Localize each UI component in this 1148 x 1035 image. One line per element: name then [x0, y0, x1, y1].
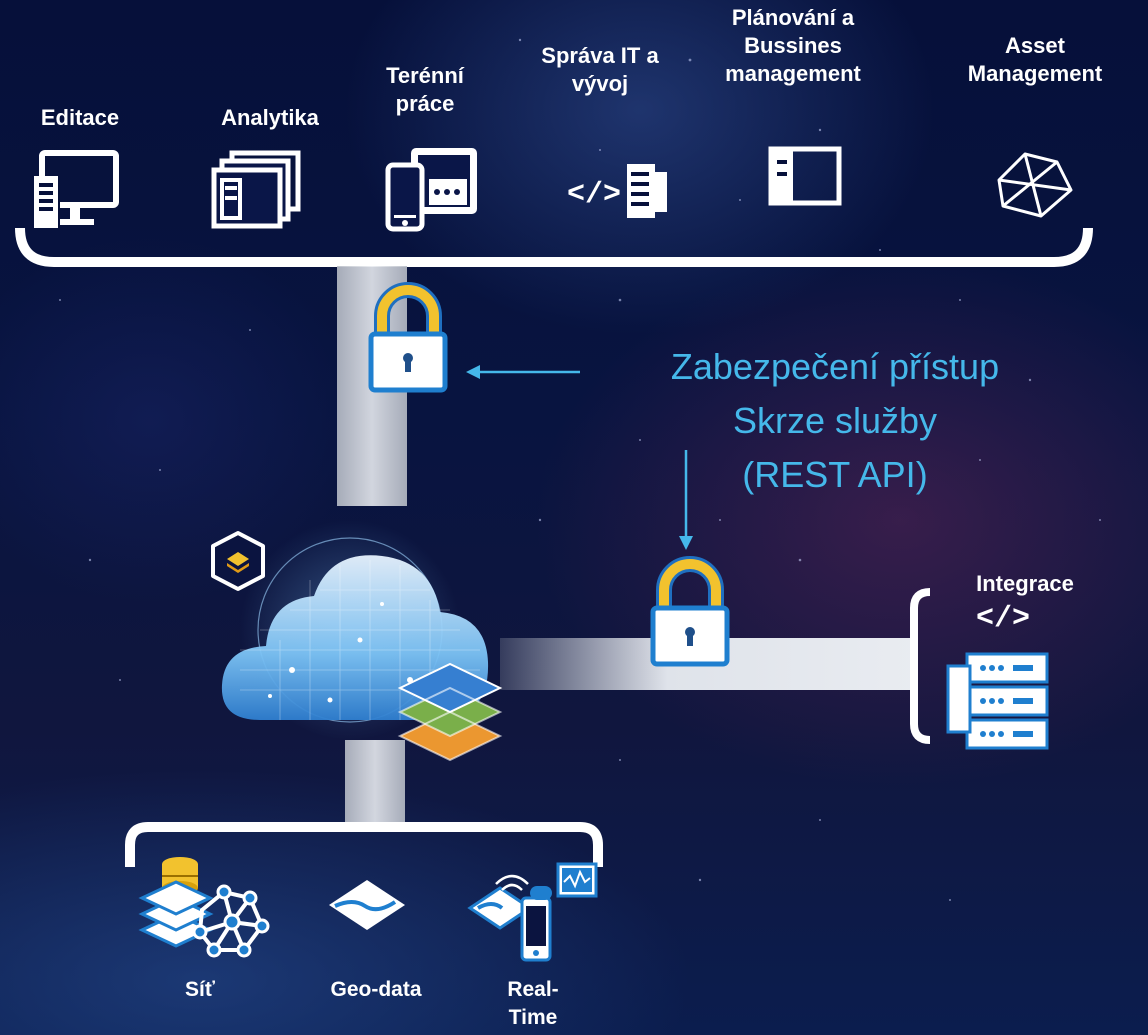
server-stack-icon — [946, 652, 1049, 750]
top-bracket — [15, 227, 1093, 267]
realtime-device-icon — [467, 862, 598, 962]
arrow-to-top-lock — [466, 365, 580, 379]
category-label-asset-management: Asset Management — [967, 33, 1103, 86]
category-label-analytika: Analytika — [221, 105, 319, 130]
code-document-icon: </> — [567, 164, 667, 218]
category-label-planovani: Plánování a Bussines management — [725, 5, 861, 86]
category-label-terenni-prace: Terénní práce — [386, 63, 464, 116]
arrow-to-middle-lock — [679, 450, 693, 550]
lock-icon-middle — [650, 556, 730, 667]
integration-bracket — [910, 588, 931, 744]
source-label-geo-data: Geo-data — [330, 978, 422, 1001]
panel-window-icon — [768, 146, 842, 206]
callout-line-2: Skrze služby — [732, 400, 938, 441]
desktop-computer-icon — [34, 150, 119, 228]
bottom-connector — [345, 740, 405, 828]
source-label-real-time: Real- Time — [507, 978, 559, 1029]
svg-text:</>: </> — [567, 178, 621, 212]
cloud-platform-icon — [221, 520, 503, 762]
callout-line-1: Zabezpečení přístup — [670, 346, 1000, 387]
security-callout: Zabezpečení přístup Skrze služby (REST A… — [600, 340, 1070, 502]
polyhedron-icon — [997, 152, 1073, 218]
lock-icon-top — [368, 282, 448, 393]
category-label-sprava-it: Správa IT a vývoj — [541, 43, 659, 96]
integration-code-glyph: </> — [975, 602, 1030, 636]
callout-line-3: (REST API) — [742, 454, 928, 495]
geo-data-icon — [329, 880, 405, 930]
category-label-editace: Editace — [40, 105, 120, 130]
integration-label: Integrace — [976, 571, 1074, 596]
layers-hexagon-badge-icon — [211, 531, 265, 591]
network-database-icon — [138, 857, 270, 958]
mobile-tablet-icon — [385, 148, 477, 232]
windows-stack-icon — [211, 150, 301, 229]
source-label-sit: Síť — [185, 978, 215, 1001]
bottom-bracket — [125, 822, 603, 867]
